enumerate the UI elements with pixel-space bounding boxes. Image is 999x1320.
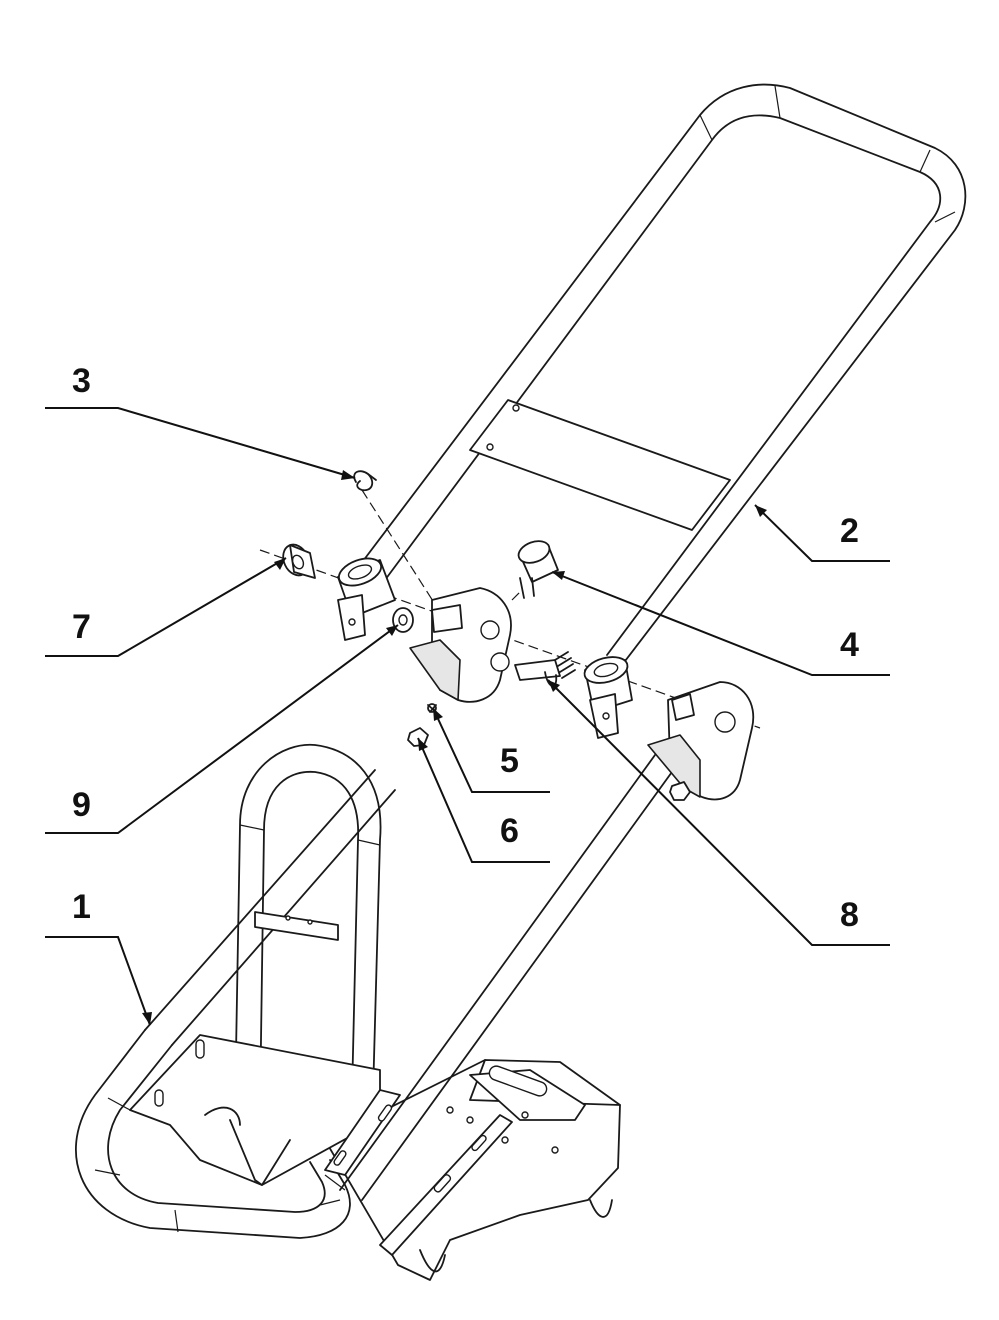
callout-4: 4 <box>840 626 859 664</box>
callout-6: 6 <box>500 812 519 850</box>
handle-frame <box>359 83 967 666</box>
callout-7: 7 <box>72 608 91 646</box>
callout-8: 8 <box>840 896 859 934</box>
hinge-assembly <box>259 470 761 801</box>
base-frame <box>75 743 678 1281</box>
leader-lines <box>45 407 890 1026</box>
callout-9: 9 <box>72 786 91 824</box>
callout-3: 3 <box>72 362 91 400</box>
callout-1: 1 <box>72 888 91 926</box>
callout-5: 5 <box>500 742 519 780</box>
callout-labels: 3 7 9 1 2 4 5 6 8 <box>72 362 859 934</box>
callout-2: 2 <box>840 512 859 550</box>
